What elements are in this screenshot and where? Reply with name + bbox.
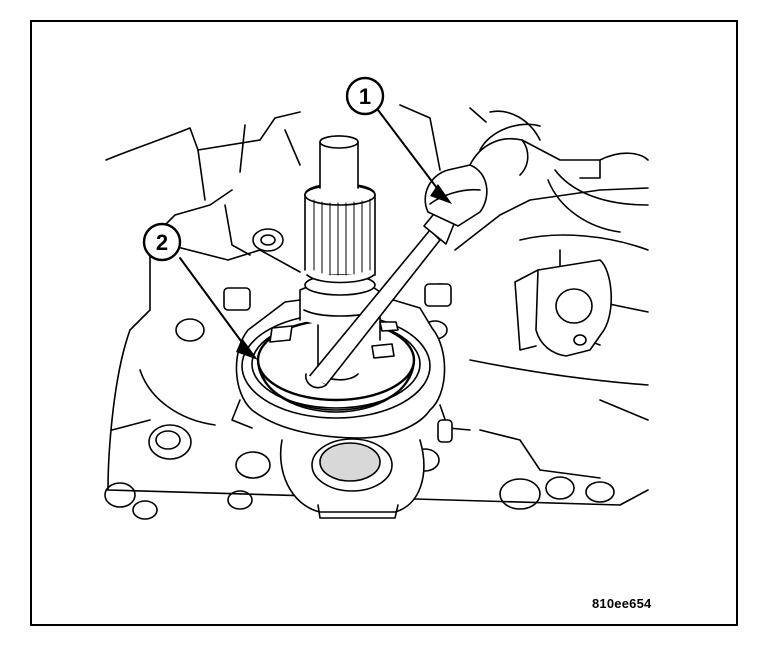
callout-2: 2 [142,222,182,262]
callout-2-number: 2 [156,230,168,255]
callout-1: 1 [345,76,385,116]
figure-id-code: 810ee654 [592,596,652,611]
callout-1-number: 1 [359,84,371,109]
side-cover [514,259,613,357]
callout-leaders [179,109,447,357]
pump-lower-housing [279,438,425,519]
callout-1-arrowhead [430,184,452,204]
transmission-housing [105,104,649,506]
seal-tabs [269,321,399,359]
screwdriver [305,164,488,389]
callout-2-arrowhead [236,338,258,360]
technician-hand [469,107,649,233]
